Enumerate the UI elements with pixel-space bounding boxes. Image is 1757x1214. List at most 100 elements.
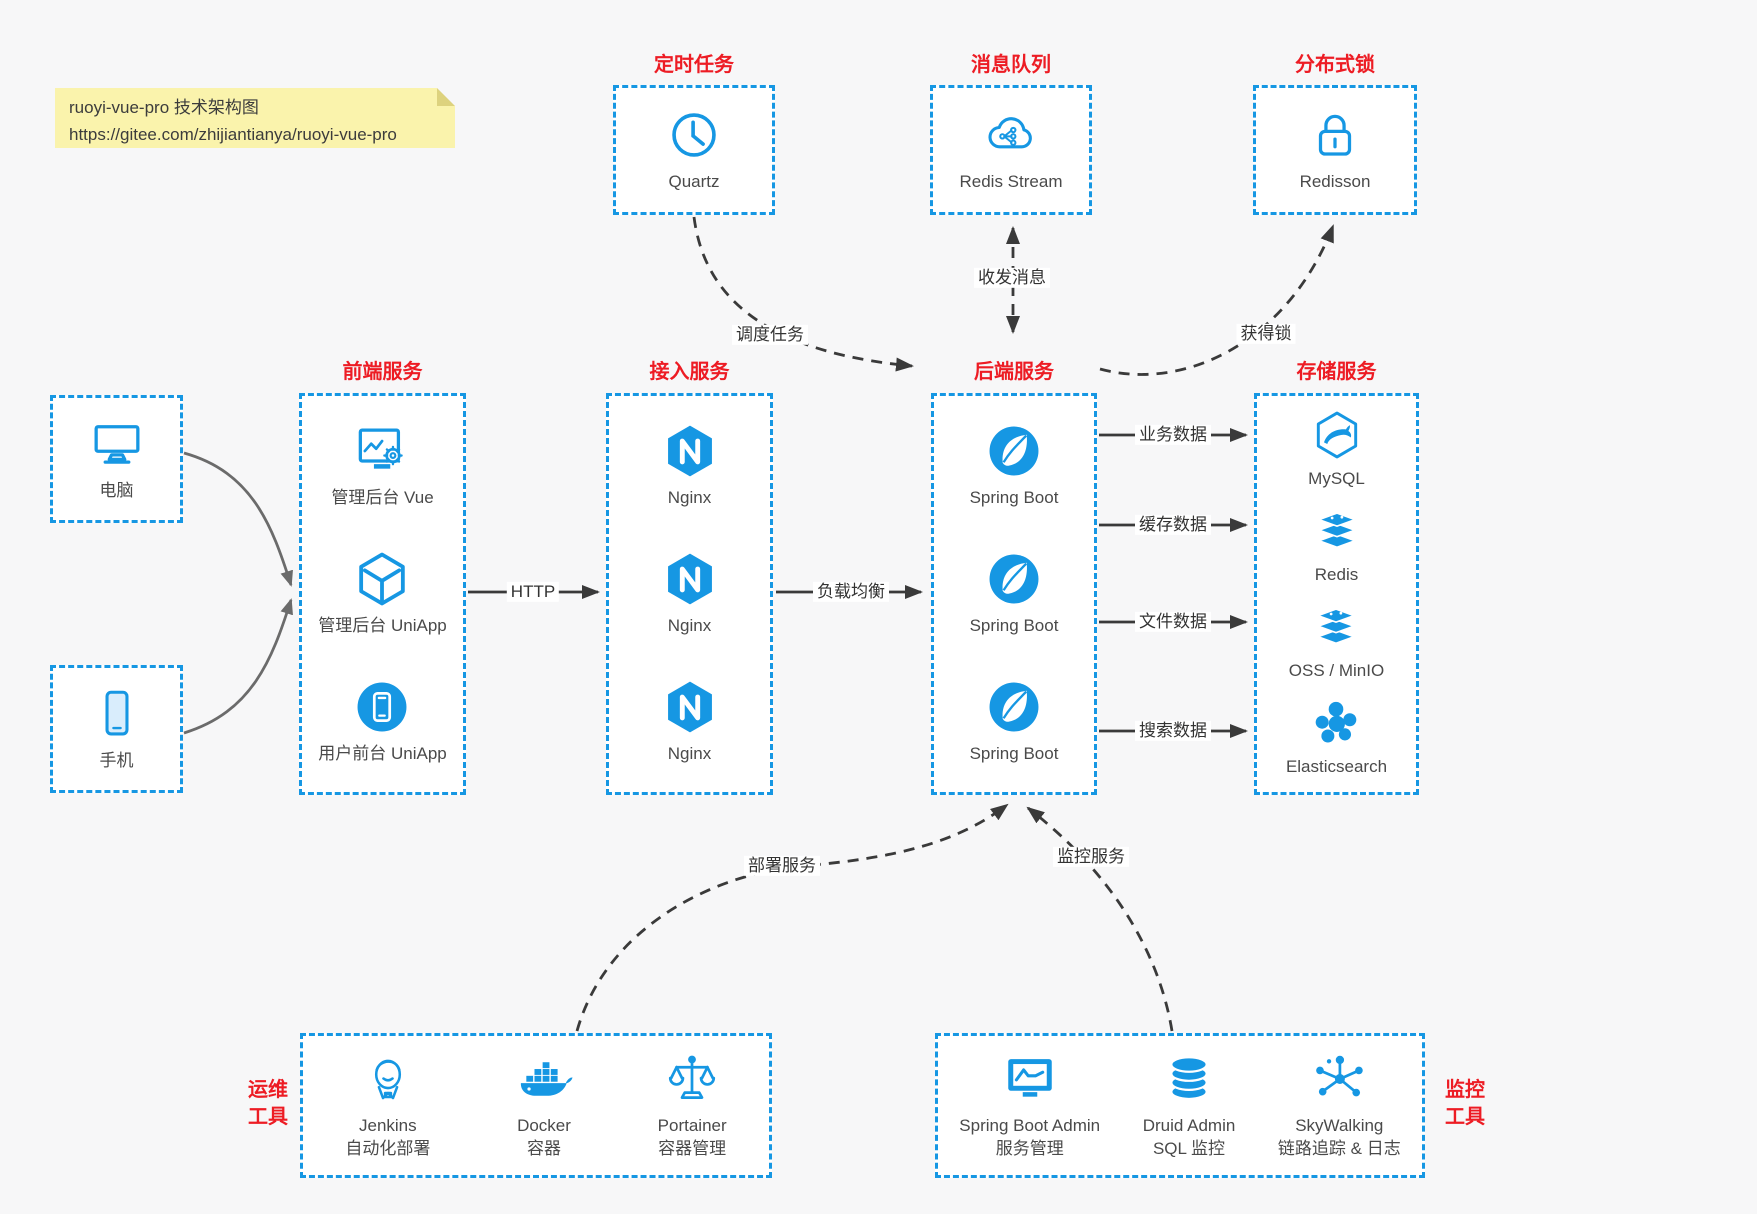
group-storage: MySQL Redis OSS / MinIO Elasticsearch (1254, 393, 1419, 795)
group-title-storage: 存储服务 (1296, 361, 1377, 383)
group-title-scheduler: 定时任务 (654, 54, 734, 76)
node-sublabel: 自动化部署 (345, 1139, 431, 1158)
nginx-icon (661, 678, 719, 736)
note-title: ruoyi-vue-pro 技术架构图 (69, 98, 259, 117)
lock-icon (1318, 114, 1352, 156)
node-label: Nginx (667, 744, 712, 764)
edge-label-file-data: 文件数据 (1135, 611, 1211, 633)
node-label: 手机 (99, 751, 134, 771)
spring-boot-icon (988, 553, 1040, 605)
node-sublabel: SQL 监控 (1152, 1139, 1226, 1158)
edge-label-cache-data: 缓存数据 (1135, 514, 1211, 536)
group-title-gateway: 接入服务 (649, 361, 730, 383)
node-label: 管理后台 UniApp (318, 616, 447, 636)
node-admin-vue: 管理后台 Vue (331, 422, 434, 510)
node-nginx-2: Nginx (661, 550, 719, 638)
spring-boot-icon (988, 681, 1040, 733)
node-docker: Docker 容器 (515, 1050, 573, 1161)
group-dlock: Redisson (1253, 85, 1417, 215)
node-label: Redis Stream (959, 172, 1063, 192)
group-title-frontend: 前端服务 (342, 361, 423, 383)
portainer-icon (669, 1055, 716, 1099)
elasticsearch-icon (1316, 701, 1357, 743)
node-label: Redis (1314, 565, 1359, 585)
desktop-icon (94, 425, 139, 464)
group-title-backend: 后端服务 (974, 361, 1054, 383)
group-title-mq: 消息队列 (971, 54, 1051, 76)
group-device-pc: 电脑 (50, 395, 183, 523)
node-label: Spring Boot (969, 616, 1059, 636)
edge-label-monitor: 监控服务 (1053, 846, 1129, 868)
mysql-icon (1316, 411, 1357, 459)
node-label: 电脑 (99, 481, 134, 501)
note-fold-corner (437, 88, 455, 106)
node-skywalking: SkyWalking 链路追踪 & 日志 (1278, 1050, 1401, 1161)
group-title-dlock: 分布式锁 (1295, 54, 1375, 76)
node-label: OSS / MinIO (1288, 661, 1385, 681)
storage-stack-icon (1317, 608, 1356, 645)
node-pc: 电脑 (88, 415, 146, 503)
node-sublabel: 容器管理 (658, 1139, 727, 1158)
node-label: Docker (517, 1116, 571, 1136)
nginx-icon (661, 422, 719, 480)
edge-label-deploy: 部署服务 (744, 855, 820, 877)
group-ops: Jenkins 自动化部署 Docker 容器 Portainer 容器管理 (300, 1033, 772, 1178)
group-monitor: Spring Boot Admin 服务管理 Druid Admin SQL 监… (935, 1033, 1425, 1178)
node-portainer: Portainer 容器管理 (658, 1050, 727, 1161)
node-sublabel: 链路追踪 & 日志 (1277, 1139, 1401, 1158)
node-redis-stream: Redis Stream (959, 106, 1063, 194)
node-user-uniapp: 用户前台 UniApp (318, 678, 447, 766)
node-spring-boot-3: Spring Boot (969, 678, 1059, 766)
node-druid-admin: Druid Admin SQL 监控 (1142, 1050, 1236, 1161)
node-label: Nginx (667, 488, 712, 508)
node-label: Quartz (668, 172, 720, 192)
group-gateway: Nginx Nginx Nginx (606, 393, 773, 795)
group-backend: Spring Boot Spring Boot Spring Boot (931, 393, 1097, 795)
node-label: Spring Boot (969, 744, 1059, 764)
group-scheduler: Quartz (613, 85, 775, 215)
node-quartz: Quartz (665, 106, 723, 194)
uniapp-cube-icon (359, 552, 406, 606)
node-jenkins: Jenkins 自动化部署 (345, 1050, 430, 1161)
node-nginx-3: Nginx (661, 678, 719, 766)
edge-label-acquire-lock: 获得锁 (1236, 323, 1296, 345)
group-title-ops: 运维工具 (248, 1079, 288, 1128)
group-mq: Redis Stream (930, 85, 1092, 215)
node-label: Portainer (657, 1116, 727, 1136)
cloud-stream-icon (988, 117, 1032, 149)
node-label: Spring Boot (969, 488, 1059, 508)
nginx-icon (661, 550, 719, 608)
node-spring-boot-2: Spring Boot (969, 550, 1059, 638)
edge-pc-to-frontend (183, 451, 293, 587)
edge-monitor-service (1026, 806, 1174, 1032)
node-spring-boot-1: Spring Boot (969, 422, 1059, 510)
node-redis: Redis (1311, 505, 1363, 587)
node-sublabel: 服务管理 (995, 1139, 1064, 1158)
edge-label-http: HTTP (506, 581, 560, 603)
node-label: Spring Boot Admin (959, 1116, 1101, 1136)
sba-icon (1006, 1057, 1053, 1099)
node-label: SkyWalking (1295, 1116, 1384, 1136)
node-nginx-1: Nginx (661, 422, 719, 510)
node-redisson: Redisson (1300, 106, 1370, 194)
skywalking-icon (1315, 1054, 1365, 1098)
node-spring-boot-admin: Spring Boot Admin 服务管理 (959, 1050, 1100, 1161)
node-admin-uniapp: 管理后台 UniApp (318, 550, 447, 638)
edge-acquire-lock (1099, 224, 1335, 376)
spring-boot-icon (988, 425, 1040, 477)
node-label: 用户前台 UniApp (318, 744, 447, 764)
group-title-monitor: 监控工具 (1445, 1079, 1485, 1128)
group-frontend: 管理后台 Vue 管理后台 UniApp 用户前台 UniApp (299, 393, 466, 795)
admin-vue-icon (358, 428, 403, 471)
sticky-note: ruoyi-vue-pro 技术架构图 https://gitee.com/zh… (55, 88, 455, 148)
edge-phone-to-frontend (183, 598, 293, 735)
node-label: MySQL (1308, 469, 1365, 489)
node-label: Elasticsearch (1285, 757, 1388, 777)
node-label: Druid Admin (1142, 1116, 1236, 1136)
edge-label-load-balance: 负载均衡 (813, 581, 889, 603)
clock-icon (672, 113, 716, 157)
node-label: 管理后台 Vue (331, 488, 434, 508)
edge-label-messages: 收发消息 (974, 267, 1050, 289)
node-oss-minio: OSS / MinIO (1289, 601, 1384, 683)
